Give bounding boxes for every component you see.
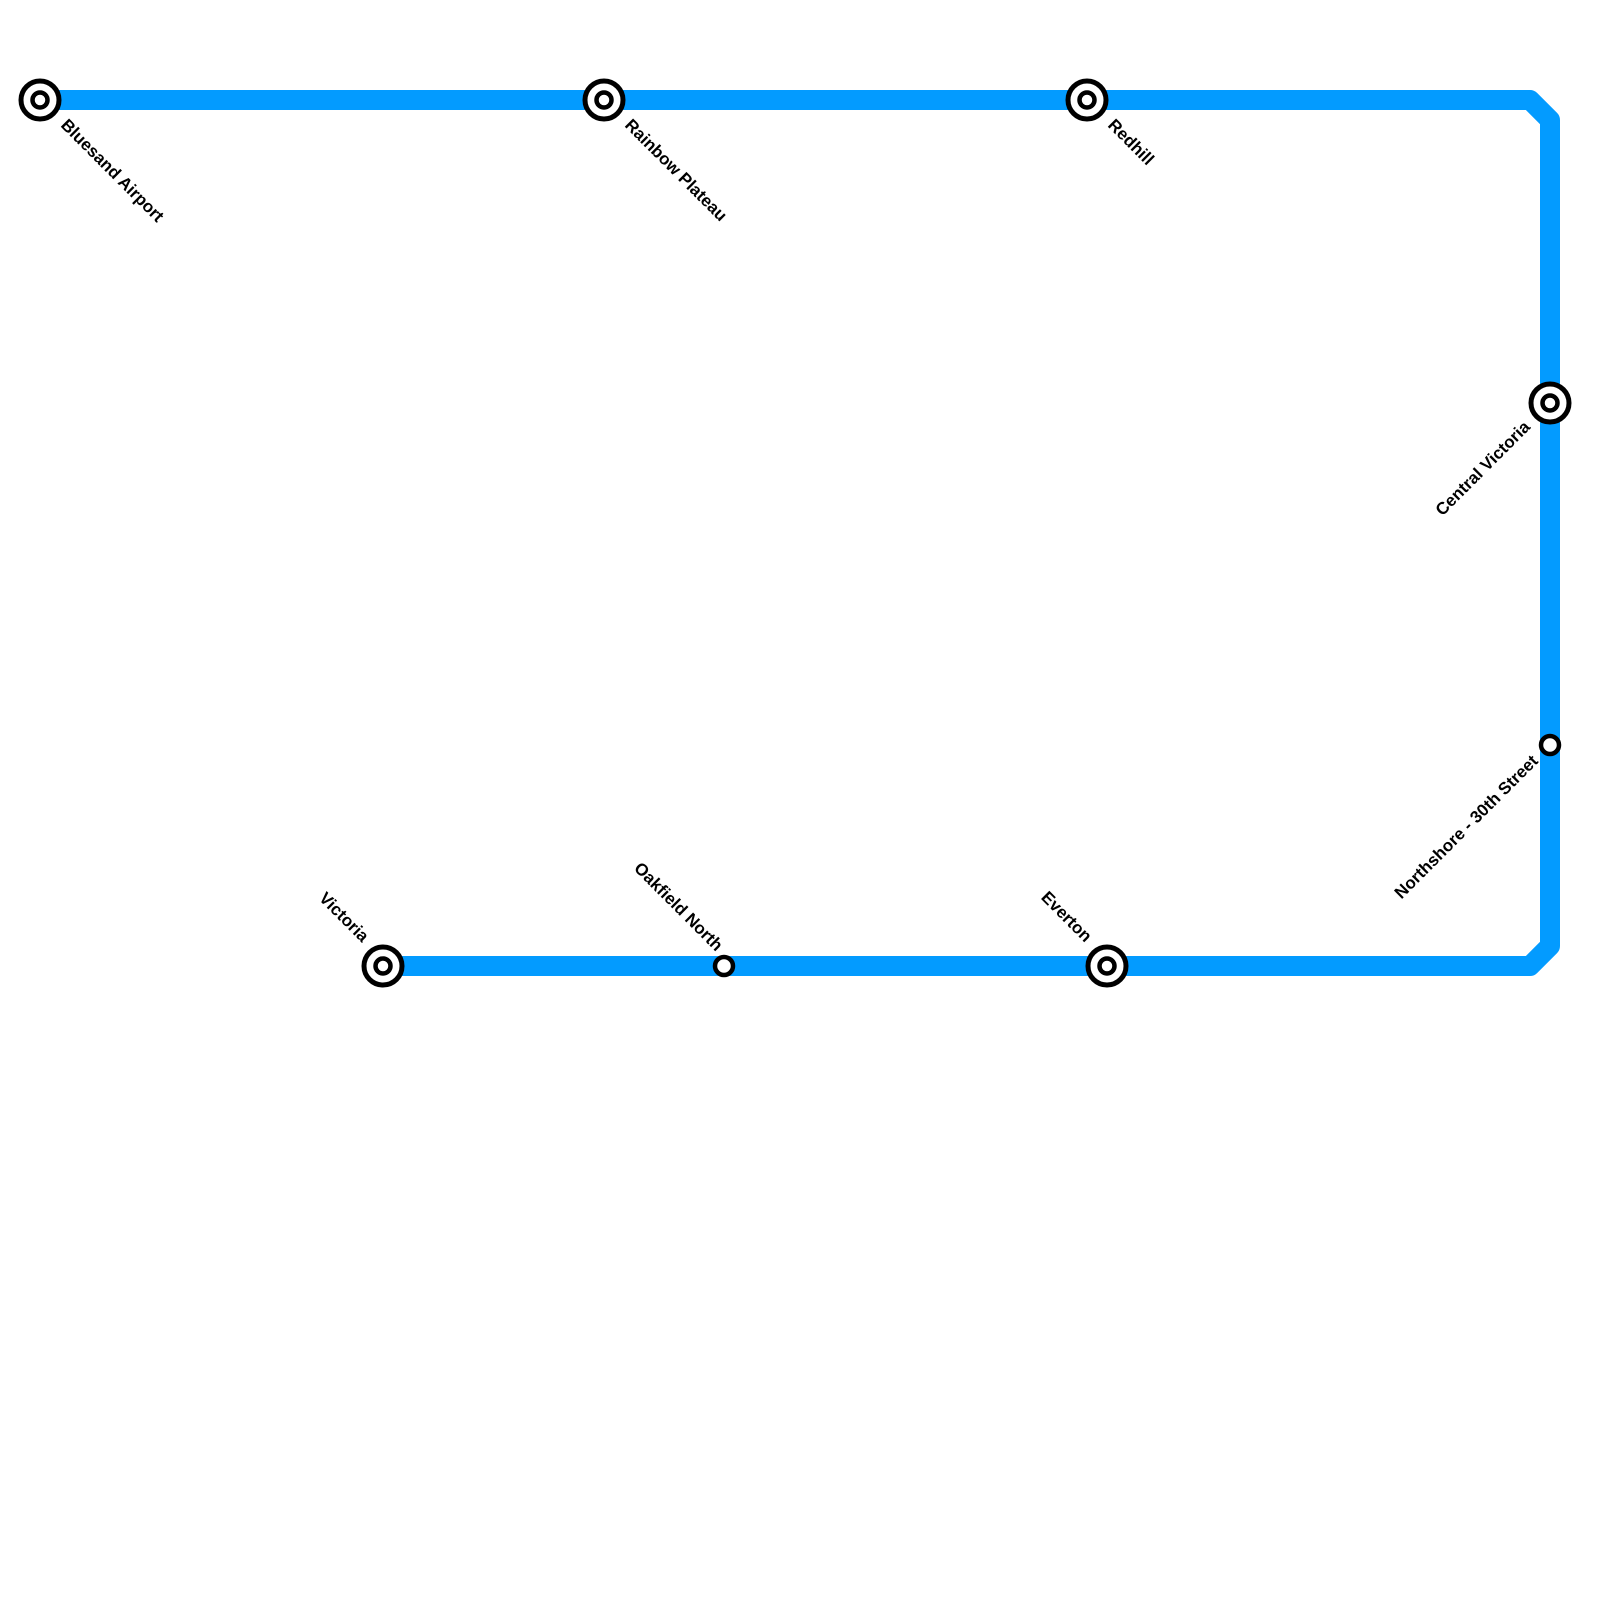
interchange-inner-icon: [1077, 90, 1097, 110]
stop-icon: [712, 954, 736, 978]
interchange-inner-icon: [1097, 956, 1117, 976]
station-label: Rainbow Plateau: [621, 115, 731, 225]
station-label: Bluesand Airport: [57, 115, 168, 226]
station-label: Oakfield North: [630, 859, 726, 955]
station-label: Northshore - 30th Street: [1391, 751, 1542, 902]
interchange-inner-icon: [594, 90, 614, 110]
station-label: Central Victoria: [1432, 417, 1534, 519]
interchange-inner-icon: [30, 90, 50, 110]
station-label: Redhill: [1104, 115, 1158, 169]
station-northshore-30th-street[interactable]: Northshore - 30th Street: [1391, 733, 1562, 902]
interchange-inner-icon: [373, 956, 393, 976]
station-victoria[interactable]: Victoria: [315, 889, 405, 988]
interchange-inner-icon: [1540, 393, 1560, 413]
station-label: Victoria: [315, 889, 373, 947]
route-line: [30, 90, 1560, 976]
station-label: Everton: [1037, 888, 1095, 946]
stop-icon: [1538, 733, 1562, 757]
